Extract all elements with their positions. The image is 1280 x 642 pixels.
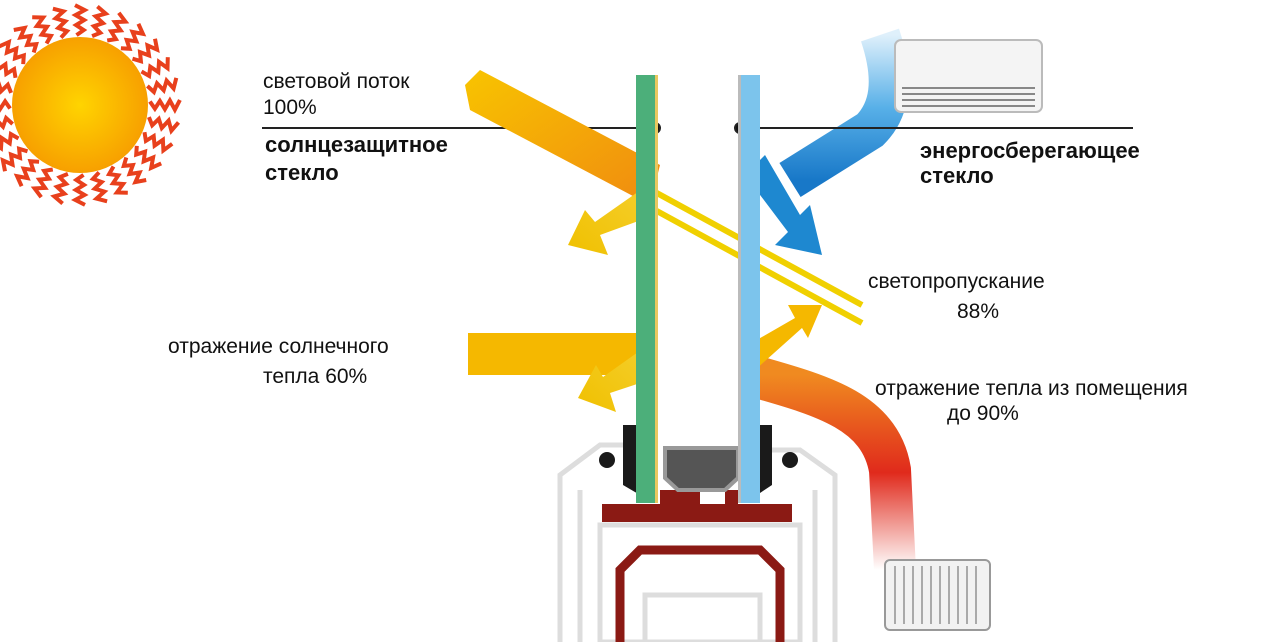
energy-glass-label-line1: энергосберегающее [920, 138, 1140, 163]
sun-ray [13, 25, 39, 54]
sun-glass-label-line1: солнцезащитное [265, 132, 448, 157]
sun-ray [0, 114, 14, 131]
light-flow-label: световой поток [263, 70, 410, 93]
light-flow-value: 100% [263, 96, 317, 119]
sun-ray [0, 146, 29, 172]
sun-ray [105, 165, 128, 195]
sun-ray [90, 4, 110, 38]
sun-ray [0, 38, 26, 65]
sun-ray [30, 167, 54, 199]
sun-ray [120, 22, 147, 51]
incoming-light-arrow [465, 70, 660, 205]
sun-ray [0, 130, 20, 152]
sun-ray [50, 172, 70, 206]
solar-heat-reflection-arrow [578, 340, 655, 412]
transmission-label: светопропускание [868, 270, 1045, 293]
solar-reflection-label-line1: отражение солнечного [168, 335, 389, 358]
sun-ray [106, 11, 130, 43]
sun-ray [121, 156, 147, 185]
sun-ray [140, 57, 170, 80]
heat-reflection-label-line1: отражение тепла из помещения [875, 377, 1188, 400]
energy-saving-glass-pane [740, 75, 760, 503]
sun-ray [134, 145, 163, 172]
transmission-value: 88% [957, 300, 999, 323]
sun-ray [142, 131, 174, 155]
sun-ray [0, 60, 18, 79]
sun-ray [13, 159, 40, 188]
sun-ray [147, 115, 181, 135]
sun-ray [0, 81, 13, 95]
cold-air-arrow [745, 155, 822, 255]
sun-glass-label-line2: стекло [265, 160, 339, 185]
window-frame-profile [557, 425, 838, 642]
solar-heat-arrow [468, 333, 655, 375]
reflected-light-arrow [568, 180, 655, 255]
sun-ray [89, 171, 109, 204]
sun-ray [71, 3, 89, 37]
room-light-arrow [748, 305, 822, 370]
radiator-icon [884, 559, 991, 631]
sun-ray [32, 15, 55, 45]
sun-ray [0, 97, 12, 113]
energy-glass-label-line2: стекло [920, 163, 994, 188]
sun-protection-glass-pane [636, 75, 656, 503]
sun-icon [0, 3, 182, 207]
solar-reflection-label-line2: тепла 60% [263, 365, 367, 388]
room-heat-arrow [744, 354, 916, 572]
sun-ray [131, 38, 160, 64]
heat-reflection-label-line2: до 90% [947, 402, 1019, 425]
sun-ray [146, 76, 179, 96]
sun-ray [51, 6, 71, 39]
sun-ray [71, 173, 89, 207]
sun-ray [148, 96, 182, 114]
